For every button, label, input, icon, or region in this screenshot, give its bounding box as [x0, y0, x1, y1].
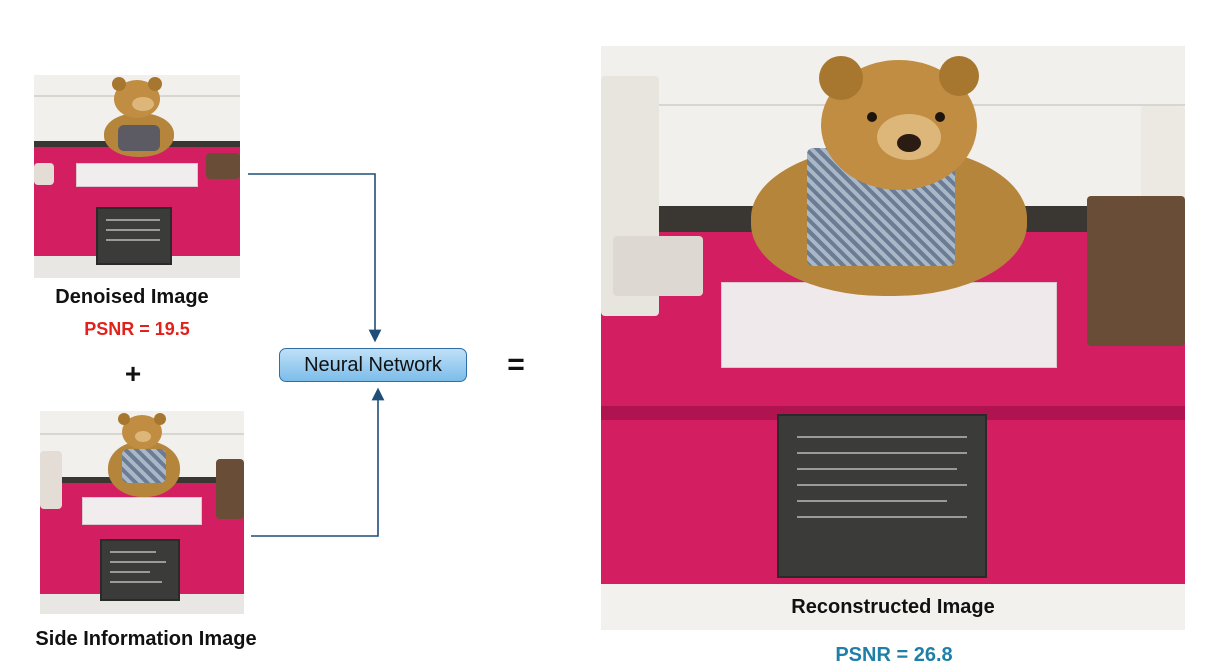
- arrow-denoised-to-network: [248, 173, 382, 343]
- arrow-side-info-to-network: [251, 387, 385, 537]
- plus-sign: +: [124, 358, 142, 389]
- neural-network-box: Neural Network: [279, 348, 467, 382]
- reconstructed-caption-band: Reconstructed Image: [601, 584, 1185, 630]
- reconstructed-image-label: Reconstructed Image: [791, 595, 995, 618]
- reconstructed-psnr: PSNR = 26.8: [835, 644, 953, 666]
- denoised-image-label: Denoised Image: [55, 286, 209, 308]
- reconstructed-image: [601, 46, 1185, 630]
- equals-sign: =: [507, 348, 525, 381]
- side-information-image-label: Side Information Image: [35, 628, 257, 650]
- denoised-image: [34, 75, 240, 278]
- neural-network-label: Neural Network: [304, 353, 442, 376]
- side-information-image: [40, 411, 244, 614]
- denoised-psnr: PSNR = 19.5: [84, 319, 190, 339]
